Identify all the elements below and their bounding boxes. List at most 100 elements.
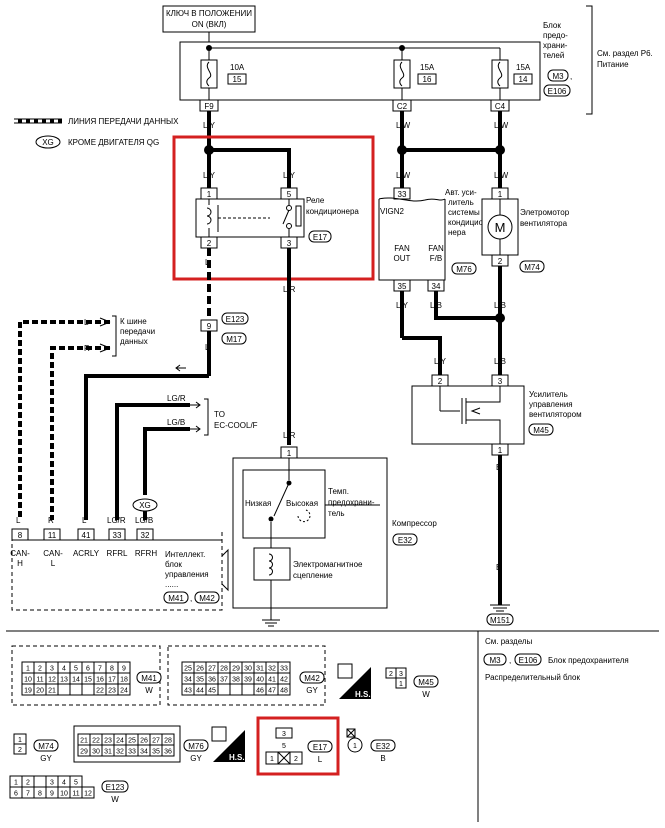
m42-pin: 31 — [256, 666, 264, 673]
ignition-box — [162, 5, 256, 33]
motor-pin-1: 1 — [498, 190, 503, 199]
ecm-label-4: кондицио- — [448, 218, 486, 227]
bus-bracket — [112, 315, 117, 357]
fuse-14: 15A 14 — [491, 48, 533, 100]
clutch-label-2: сцепление — [293, 571, 333, 580]
conn-tag-m76-bottom — [183, 739, 209, 752]
wire-l-label-2: L — [205, 343, 210, 352]
m41-pin: 7 — [98, 666, 102, 673]
ipdm-module: 8 11 41 33 32 CAN- H CAN- L ACRLY RFRL R… — [10, 528, 229, 611]
ipdm-label-4: ...... — [165, 580, 178, 589]
hs-label-1: H.S. — [355, 690, 371, 699]
connector-e32: 1 — [346, 728, 363, 753]
conn-tag-e32-bottom-label: E32 — [376, 742, 391, 751]
compressor-title: Компрессор — [392, 519, 437, 528]
ipdm-rfrl: RFRL — [107, 549, 128, 558]
ac-relay: 1 5 2 3 — [195, 187, 305, 249]
wire-lgr-tag: LG/R — [167, 394, 186, 403]
legend-data-line-label: ЛИНИЯ ПЕРЕДАЧИ ДАННЫХ — [68, 117, 179, 126]
conn-tag-e106 — [543, 84, 571, 97]
wire-lw-label-4: L/W — [494, 171, 509, 180]
conn-tag-m74-label: M74 — [524, 263, 540, 272]
amp-label-3: вентилятором — [529, 410, 582, 419]
flow-arrow — [175, 364, 186, 372]
m41-cell — [57, 683, 71, 696]
pin-c4-label: C4 — [495, 102, 506, 111]
m45-pin-1: 1 — [399, 681, 403, 688]
e123-pin: 4 — [62, 780, 66, 787]
ipdm-pin-33: 33 — [113, 531, 122, 540]
m41-cell — [117, 683, 131, 696]
temp-fuse-2: предохрани- — [328, 498, 375, 507]
amp-pin-3: 3 — [498, 377, 503, 386]
conn-tag-e106-label: E106 — [548, 87, 567, 96]
wire-lw-label-2: L/W — [494, 121, 509, 130]
m41-pin: 10 — [24, 677, 32, 684]
conn-tag-m76-bottom-label: M76 — [188, 742, 204, 751]
m41-pin: 16 — [96, 677, 104, 684]
ipdm-label-2: блок — [165, 560, 182, 569]
amp-pin-1: 1 — [498, 446, 503, 455]
connector-m41-outline — [11, 645, 161, 706]
m42-cell — [217, 683, 231, 696]
wire-lgb-tag: LG/B — [167, 418, 185, 427]
wire-can-h-tag: L — [84, 318, 89, 327]
wire-ly-label-1: L/Y — [203, 121, 216, 130]
amp-label-1: Усилитель — [529, 390, 568, 399]
m41-pin: 15 — [84, 677, 92, 684]
wire-b-label-1: B — [496, 463, 501, 472]
connector-m74-color: GY — [40, 754, 52, 763]
m41-pin: 11 — [36, 677, 43, 684]
refs-tag-e106-label: E106 — [519, 656, 538, 665]
m42-pin: 29 — [232, 666, 240, 673]
connector-e17: 3 5 1 2 — [265, 727, 303, 765]
ecm-fan-out-2: OUT — [394, 254, 411, 263]
fuse-15: 10A 15 — [200, 48, 247, 100]
wire-lb-label-2: L/B — [494, 301, 506, 310]
conn-tag-m42-label: M42 — [199, 594, 215, 603]
m42-cell — [277, 683, 291, 696]
connector-e17-color: L — [318, 755, 323, 764]
connector-m41-color: W — [145, 686, 153, 695]
conn-tag-m41-bottom — [136, 671, 162, 684]
ipdm-acrly: ACRLY — [73, 549, 100, 558]
pin-c2-label: C2 — [397, 102, 408, 111]
wire-ly-label-4: L/Y — [396, 301, 409, 310]
e123-pin: 5 — [74, 780, 78, 787]
wire-lgb-label: LG/B — [135, 516, 153, 525]
m41-pin: 2 — [38, 666, 42, 673]
wire-lb-label-3: L/B — [494, 357, 506, 366]
ignition-label-2: ON (ВКЛ) — [192, 20, 227, 29]
m76-pin: 36 — [164, 749, 172, 756]
connector-e32-color: B — [380, 754, 385, 763]
m41-pin: 20 — [36, 688, 44, 695]
ac-auto-amp: 33 VIGN2 FAN OUT FAN F/B 35 34 — [378, 187, 446, 292]
e123-pin: 3 — [50, 780, 54, 787]
fuse-bracket — [586, 5, 593, 115]
bus-label-3: данных — [120, 337, 148, 346]
motor-label-1: Элетромотор — [520, 208, 570, 217]
m76-pin: 21 — [80, 738, 88, 745]
e123-pin: 9 — [50, 791, 54, 798]
m76-pin: 33 — [128, 749, 136, 756]
conn-tag-m74-bottom — [33, 739, 59, 752]
m42-pin: 26 — [196, 666, 204, 673]
ecm-vign: VIGN2 — [380, 207, 405, 216]
e123-pin: 2 — [26, 780, 30, 787]
e17-pin-5: 5 — [282, 743, 286, 750]
conn-tag-m45 — [528, 423, 554, 436]
ecm-fan-fb-2: F/B — [430, 254, 442, 263]
bus-label-1: К шине — [120, 317, 147, 326]
m41-pin: 9 — [122, 666, 126, 673]
motor-symbol: M — [495, 220, 506, 235]
fuse-block-label-1: Блок — [543, 21, 561, 30]
connector-e123-color: W — [111, 795, 119, 804]
wire-lgr — [115, 403, 190, 520]
conn-tag-m41-bottom-label: M41 — [141, 674, 157, 683]
wire-b-label-2: B — [496, 563, 501, 572]
m42-pin: 32 — [268, 666, 276, 673]
comma: , — [570, 72, 572, 81]
e32-pin-1: 1 — [353, 743, 357, 750]
ipdm-can-h-1: CAN- — [10, 549, 30, 558]
m74-pin-1: 1 — [18, 737, 22, 744]
